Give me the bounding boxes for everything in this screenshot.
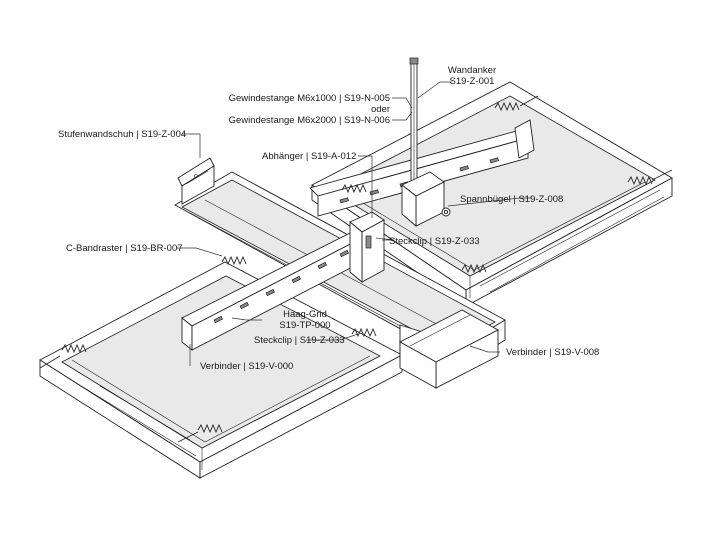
haag-grid-bar [181,231,363,351]
label-wandanker-code: S19-Z-001 [449,76,495,87]
label-wandanker-name: Wandanker [447,65,497,76]
label-spannbuegel: Spannbügel | S19-Z-008 [460,194,564,205]
label-haag-grid: Haag-Grid S19-TP-000 [260,309,350,331]
leader-lines [176,81,532,366]
spannbuegel-clamp [401,171,451,227]
spring-steckclip [351,327,377,338]
stufenwandschuh-part [177,157,215,205]
gewindestange-rod [409,57,419,193]
spring-wandanker [494,95,539,112]
label-gewindestange-2: Gewindestange M6x2000 | S19-N-006 [228,115,390,126]
label-stufenwandschuh: Stufenwandschuh | S19-Z-004 [58,129,187,140]
label-gewindestange-1: Gewindestange M6x1000 | S19-N-005 [228,93,390,104]
spring-left-back [221,255,247,266]
label-c-bandraster: C-Bandraster | S19-BR-007 [66,243,183,254]
verbinder-s19-v-008-part [399,309,499,389]
label-steckclip-left: Steckclip | S19-Z-033 [254,335,345,346]
right-panel-tray [311,81,673,307]
label-haag-grid-name: Haag-Grid [283,309,327,320]
label-haag-grid-code: S19-TP-000 [279,320,331,331]
label-wandanker: Wandanker S19-Z-001 [432,65,512,87]
spring-right-front [627,169,673,186]
center-joint [349,211,385,283]
label-verbinder-left: Verbinder | S19-V-000 [200,361,294,372]
spring-right-mid [461,263,487,274]
spring-left-bottom [177,423,223,443]
label-abhaenger: Abhänger | S19-A-012 [262,151,357,162]
label-verbinder-right: Verbinder | S19-V-008 [506,347,600,358]
label-steckclip-right: Steckclip | S19-Z-033 [389,236,480,247]
spring-left-front [39,343,87,369]
label-gewindestange-oder: oder [370,104,390,115]
label-gewindestange: Gewindestange M6x1000 | S19-N-005 oder G… [200,93,390,126]
left-panel-tray [39,261,403,479]
spring-left-mid [341,183,367,194]
